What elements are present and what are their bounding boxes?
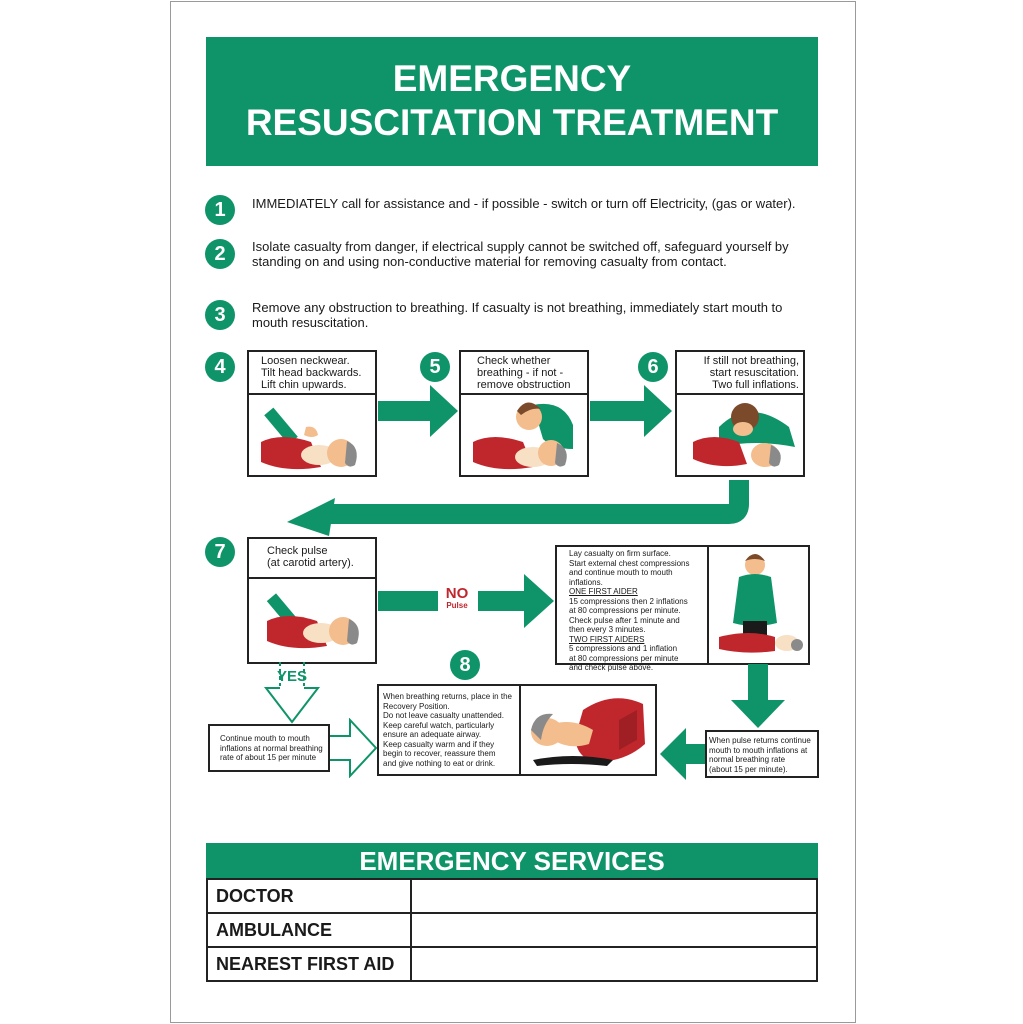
arrow-5-to-6 [590, 385, 672, 437]
title-line-1: EMERGENCY [392, 58, 632, 99]
step-8-badge: 8 [450, 650, 480, 680]
no-word: NO [445, 585, 469, 602]
compressions-text: Check pulse after 1 minute and [569, 615, 680, 625]
recovery-text: Keep casualty warm and if they [383, 739, 495, 749]
recovery-text: Recovery Position. [383, 701, 450, 711]
yes-label: YES [276, 668, 307, 685]
step-7-line: (at carotid artery). [267, 557, 354, 569]
step-7-panel: Check pulse (at carotid artery). [247, 537, 377, 664]
step-6-line: Two full inflations. [712, 379, 799, 391]
step-4-line: Loosen neckwear. [261, 355, 350, 367]
head-tilt-illustration [261, 407, 357, 470]
compressions-text: and check pulse above. [569, 663, 654, 672]
pulse-word: Pulse [446, 601, 468, 610]
step-4-line: Lift chin upwards. [261, 379, 347, 391]
compressions-text: and continue mouth to mouth [569, 568, 673, 577]
compressions-text: 5 compressions and 1 inflation [569, 644, 678, 653]
continue-right-text: When pulse returns continue [709, 736, 811, 745]
compressions-text: then every 3 minutes. [569, 625, 646, 634]
continue-inflations-panel: Continue mouth to mouth inflations at no… [208, 724, 330, 772]
compressions-text: at 80 compressions per minute [569, 653, 679, 663]
step-1-text: IMMEDIATELY call for assistance and - if… [252, 196, 796, 211]
continue-right-text: normal breathing rate [709, 755, 786, 764]
step-8-panel: When breathing returns, place in the Rec… [377, 684, 657, 776]
arrow-down-to-pulse-returns [731, 664, 785, 728]
step-7-line: Check pulse [267, 545, 328, 557]
no-pulse-arrow [378, 574, 554, 628]
chest-compression-illustration [719, 554, 803, 653]
ambulance-field[interactable] [410, 912, 818, 948]
nearest-first-aid-label: NEAREST FIRST AID [206, 946, 412, 982]
doctor-label: DOCTOR [206, 878, 412, 914]
compressions-text: inflations. [569, 577, 603, 587]
breathing-check-illustration [473, 402, 573, 470]
recovery-text: ensure an adequate airway. [383, 730, 482, 739]
step-6-badge: 6 [638, 352, 668, 382]
resuscitation-illustration [693, 403, 795, 467]
doctor-field[interactable] [410, 878, 818, 914]
step-3-text: Remove any obstruction to breathing. If … [252, 300, 783, 330]
step-6-line: start resuscitation. [709, 367, 799, 379]
step-2-text: Isolate casualty from danger, if electri… [252, 239, 789, 269]
step-6-line: If still not breathing, [703, 355, 799, 367]
continue-right-text: (about 15 per minute). [709, 764, 788, 774]
step-4-line: Tilt head backwards. [261, 367, 362, 379]
yes-arrow [263, 662, 321, 724]
table-row: AMBULANCE [206, 912, 818, 948]
pulse-check-illustration [266, 593, 359, 649]
arrow-left-to-step-8 [660, 728, 706, 780]
chest-compressions-panel: Lay casualty on firm surface. Start exte… [555, 545, 810, 672]
continue-left-text: inflations at normal breathing [220, 743, 323, 753]
outline-arrow-right [330, 718, 378, 778]
step-7-badge: 7 [205, 537, 235, 567]
compressions-text: Start external chest compressions [569, 558, 690, 568]
step-3-badge: 3 [205, 300, 235, 330]
step-4-panel: Loosen neckwear. Tilt head backwards. Li… [247, 350, 377, 477]
no-pulse-label: NO Pulse [438, 586, 476, 610]
continue-right-text: mouth to mouth inflations at [709, 745, 808, 755]
step-5-line: Check whether [477, 355, 551, 367]
compressions-text: 15 compressions then 2 inflations [569, 596, 688, 606]
table-row: NEAREST FIRST AID [206, 946, 818, 982]
arrow-4-to-5 [378, 385, 458, 437]
pulse-returns-panel: When pulse returns continue mouth to mou… [705, 730, 819, 778]
continue-left-text: Continue mouth to mouth [220, 734, 310, 743]
recovery-text: begin to recover, reassure them [383, 749, 496, 758]
compressions-text: Lay casualty on firm surface. [569, 549, 671, 558]
ambulance-label: AMBULANCE [206, 912, 412, 948]
nearest-first-aid-field[interactable] [410, 946, 818, 982]
title-banner: EMERGENCY RESUSCITATION TREATMENT [206, 37, 818, 166]
recovery-text: Keep careful watch, particularly [383, 720, 495, 730]
step-5-panel: Check whether breathing - if not - remov… [459, 350, 589, 477]
recovery-text: and give nothing to eat or drink. [383, 758, 496, 768]
emergency-services-header: EMERGENCY SERVICES [206, 843, 818, 878]
step-5-badge: 5 [420, 352, 450, 382]
step-1-badge: 1 [205, 195, 235, 225]
one-first-aider-heading: ONE FIRST AIDER [569, 587, 638, 596]
step-6-panel: If still not breathing, start resuscitat… [675, 350, 805, 477]
step-2-badge: 2 [205, 239, 235, 269]
emergency-services-table: DOCTOR AMBULANCE NEAREST FIRST AID [206, 878, 818, 982]
step-5-line: remove obstruction [477, 379, 571, 391]
step-4-badge: 4 [205, 352, 235, 382]
recovery-position-illustration [531, 698, 645, 766]
step-5-line: breathing - if not - [477, 367, 564, 379]
arrow-6-to-7 [287, 480, 749, 536]
compressions-text: at 80 compressions per minute. [569, 606, 681, 615]
recovery-text: When breathing returns, place in the [383, 692, 512, 701]
table-row: DOCTOR [206, 878, 818, 914]
title-line-2: RESUSCITATION TREATMENT [245, 102, 779, 143]
recovery-text: Do not leave casualty unattended. [383, 711, 504, 720]
continue-left-text: rate of about 15 per minute [220, 753, 317, 762]
two-first-aiders-heading: TWO FIRST AIDERS [569, 634, 645, 644]
